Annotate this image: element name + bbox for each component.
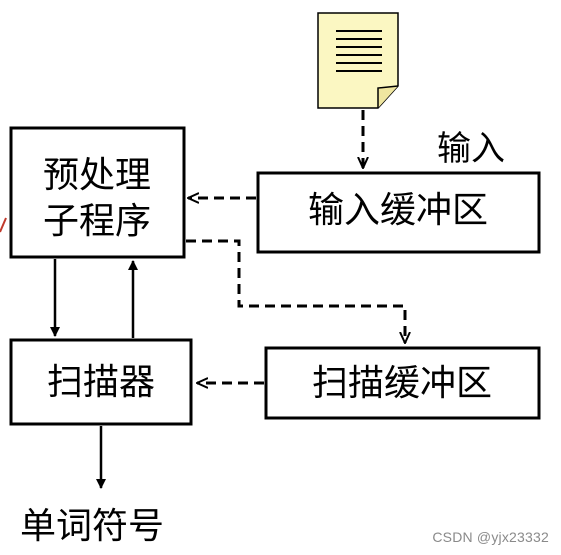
watermark: CSDN @yjx23332	[432, 529, 549, 545]
source-document-icon	[317, 12, 399, 109]
scanner-box: 扫描器	[9, 338, 193, 426]
preprocessor-box: 预处理 子程序	[9, 126, 186, 259]
preprocessor-label-line1: 预处理	[43, 155, 151, 196]
input-label: 输入	[437, 129, 505, 169]
preprocessor-to-scan-buffer-arrow	[186, 239, 405, 343]
input-buffer-box: 输入缓冲区	[256, 171, 541, 254]
scan-buffer-box: 扫描缓冲区	[264, 346, 541, 420]
scan-buffer-label: 扫描缓冲区	[312, 363, 492, 404]
preprocessor-label-line2: 子程序	[43, 201, 151, 242]
output-label: 单词符号	[20, 506, 164, 547]
edge-accent-mark	[0, 217, 7, 233]
scanner-label: 扫描器	[47, 362, 155, 403]
input-buffer-label: 输入缓冲区	[308, 190, 488, 231]
